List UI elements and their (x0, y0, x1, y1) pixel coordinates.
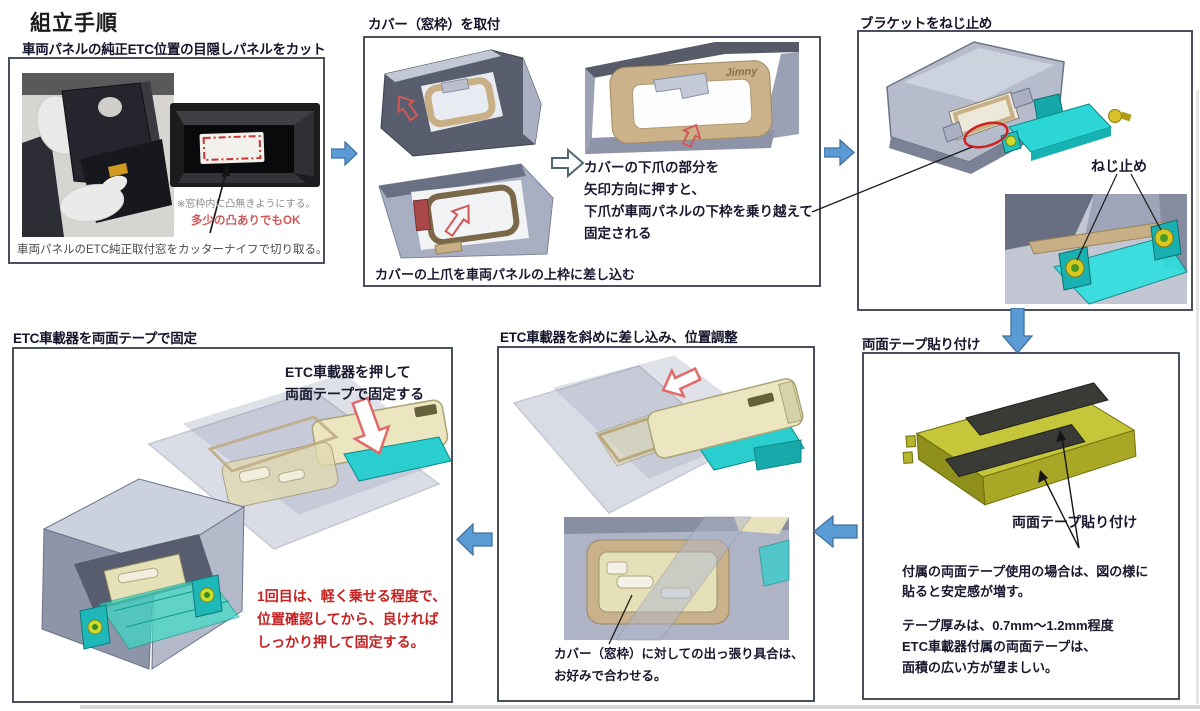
flow-arrow-left-icon (456, 523, 493, 556)
step1-note-grey: ※窓枠内に凸無きようにする。 (177, 199, 316, 210)
step4-heading: 両面テープ貼り付け (862, 337, 980, 352)
text-line: 付属の両面テープ使用の場合は、図の様に (902, 564, 1149, 579)
text-line: テープ厚みは、0.7mm～1.2mm程度 (902, 618, 1114, 633)
step2-cad-cover-back (378, 163, 554, 259)
step1-caption: 車両パネルのETC純正取付窓をカッターナイフで切り取る。 (17, 244, 328, 256)
step4-paragraph-1: 付属の両面テープ使用の場合は、図の様に 貼ると安定感が増す。 (902, 562, 1148, 602)
text-line: 貼ると安定感が増す。 (902, 584, 1031, 599)
flow-arrow-right-icon (824, 139, 855, 166)
step5-panel: カバー（窓枠）に対しての出っ張り具合は、 お好みで合わせる。 (497, 346, 815, 702)
inset-outline-arrow-right-icon (551, 148, 585, 178)
flow-arrow-left-icon (813, 515, 858, 548)
step2-panel: Jimny カバーの下爪の部分を 矢印方向に押すと、 下爪が車両パネルの下枠を乗… (363, 36, 821, 287)
page-edge-shadow-right (1196, 90, 1199, 704)
text-line: しっかり押して固定する。 (257, 634, 425, 650)
text-line: 両面テープで固定する (285, 386, 425, 402)
flow-arrow-right-icon (331, 141, 358, 166)
step2-caption: カバーの上爪を車両パネルの上枠に差し込む (375, 267, 636, 282)
cover-logo-text: Jimny (725, 65, 758, 79)
text-line: カバー（窓枠）に対しての出っ張り具合は、 (554, 647, 804, 661)
step3-panel: ねじ止め (857, 30, 1193, 311)
push-direction-arrow-icon (661, 366, 702, 399)
step1-photo-cut-window (170, 103, 320, 234)
step4-paragraph-2: テープ厚みは、0.7mm～1.2mm程度 ETC車載器付属の両面テープは、 面積… (902, 615, 1114, 678)
text-line: 1回目は、軽く乗せる程度で、 (257, 588, 447, 604)
text-line: ETC車載器付属の両面テープは、 (902, 639, 1097, 654)
step6-warning-text: 1回目は、軽く乗せる程度で、 位置確認してから、良ければ しっかり押して固定する… (257, 585, 446, 654)
step4-label: 両面テープ貼り付け (1012, 514, 1138, 530)
screw-icon (1108, 109, 1132, 123)
text-line: 位置確認してから、良ければ (257, 611, 439, 627)
step6-cad-fix-unit (41, 373, 451, 670)
step5-heading: ETC車載器を斜めに差し込み、位置調整 (500, 330, 738, 345)
step5-caption: カバー（窓枠）に対しての出っ張り具合は、 お好みで合わせる。 (554, 643, 804, 687)
step6-label: ETC車載器を押して 両面テープで固定する (285, 361, 424, 405)
text-line: ETC車載器を押して (285, 364, 411, 380)
push-direction-arrow-icon (351, 396, 391, 456)
step1-heading: 車両パネルの純正ETC位置の目隠しパネルをカット (22, 42, 326, 57)
text-line: 矢印方向に押すと、 (584, 182, 705, 197)
step1-panel: ※窓枠内に凸無きようにする。 多少の凸ありでもOK 車両パネルのETC純正取付窓… (8, 57, 328, 264)
push-direction-arrow-icon (444, 204, 470, 238)
flow-arrow-down-icon (1002, 308, 1033, 354)
highlight-ellipse (963, 121, 1009, 149)
push-direction-arrow-icon (397, 95, 419, 122)
step6-heading: ETC車載器を両面テープで固定 (13, 331, 197, 346)
step3-heading: ブラケットをねじ止め (860, 16, 992, 31)
step5-cad-insert-unit (512, 355, 805, 645)
step2-instruction-text: カバーの下爪の部分を 矢印方向に押すと、 下爪が車両パネルの下枠を乗り越えて 固… (584, 157, 813, 245)
page-edge-shadow-bottom (80, 705, 1200, 709)
step2-cad-cover-detail: Jimny (585, 42, 799, 156)
text-line: 面積の広い方が望ましい。 (902, 660, 1059, 675)
text-line: カバーの下爪の部分を (584, 160, 719, 175)
text-line: お好みで合わせる。 (554, 669, 667, 683)
text-line: 下爪が車両パネルの下枠を乗り越えて (584, 204, 813, 219)
step1-photo-cutting-panel (22, 73, 174, 237)
page-title: 組立手順 (30, 12, 118, 35)
step2-cad-cover-front (380, 49, 542, 157)
text-line: 固定される (584, 226, 652, 241)
step3-label: ねじ止め (1091, 158, 1147, 174)
push-direction-arrow-icon (681, 123, 702, 149)
pointer-arrow-icon (1038, 430, 1080, 549)
step3-cad-bracket (886, 41, 1188, 305)
step2-heading: カバー（窓枠）を取付 (368, 17, 500, 32)
step4-cad-etc-unit-tape (902, 382, 1137, 549)
step1-note-red: 多少の凸ありでもOK (191, 215, 301, 227)
step6-panel: ETC車載器を押して 両面テープで固定する 1回目は、軽く乗せる程度で、 位置確… (12, 347, 453, 703)
step4-panel: 両面テープ貼り付け 付属の両面テープ使用の場合は、図の様に 貼ると安定感が増す。… (862, 352, 1180, 700)
pointer-arrow-icon (209, 165, 230, 234)
